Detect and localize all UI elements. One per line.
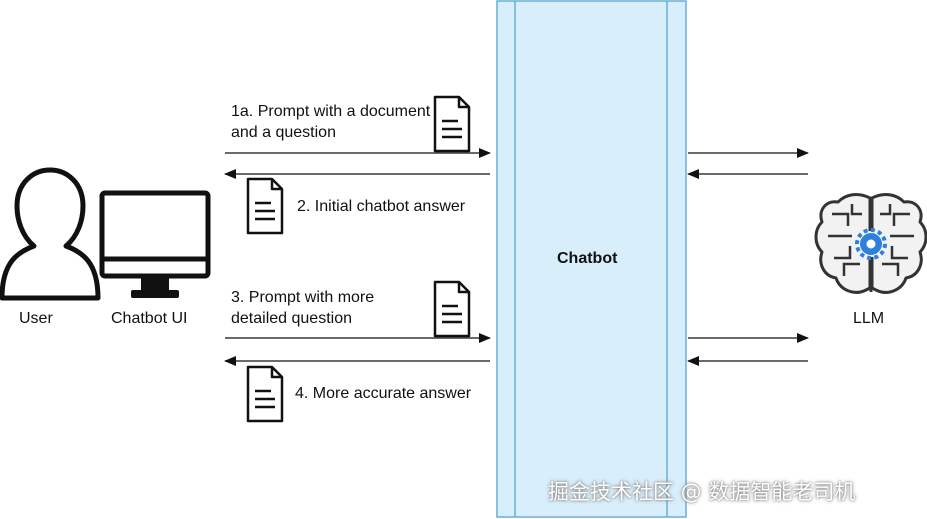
chatbot-box — [496, 0, 687, 518]
step-2-label: 2. Initial chatbot answer — [297, 198, 466, 215]
chatbot-label: Chatbot — [557, 250, 618, 267]
arrows-ui-chatbot — [224, 148, 491, 366]
step-1a-label: 1a. Prompt with a document and a questio… — [231, 103, 431, 141]
user-label: User — [19, 310, 53, 327]
monitor-icon — [99, 190, 211, 298]
chatbot-ui-label: Chatbot UI — [111, 310, 188, 327]
watermark: 掘金技术社区 @ 数据智能老司机 — [548, 480, 856, 504]
brain-circuit-icon — [814, 193, 927, 294]
llm-label: LLM — [853, 310, 885, 327]
arrows-chatbot-llm — [687, 148, 809, 366]
document-icon — [433, 280, 471, 338]
step-4-label: 4. More accurate answer — [295, 385, 472, 402]
document-icon — [246, 177, 284, 235]
document-icon — [246, 365, 284, 423]
user-silhouette-icon — [0, 167, 101, 301]
step-3-label: 3. Prompt with more detailed question — [231, 289, 375, 327]
